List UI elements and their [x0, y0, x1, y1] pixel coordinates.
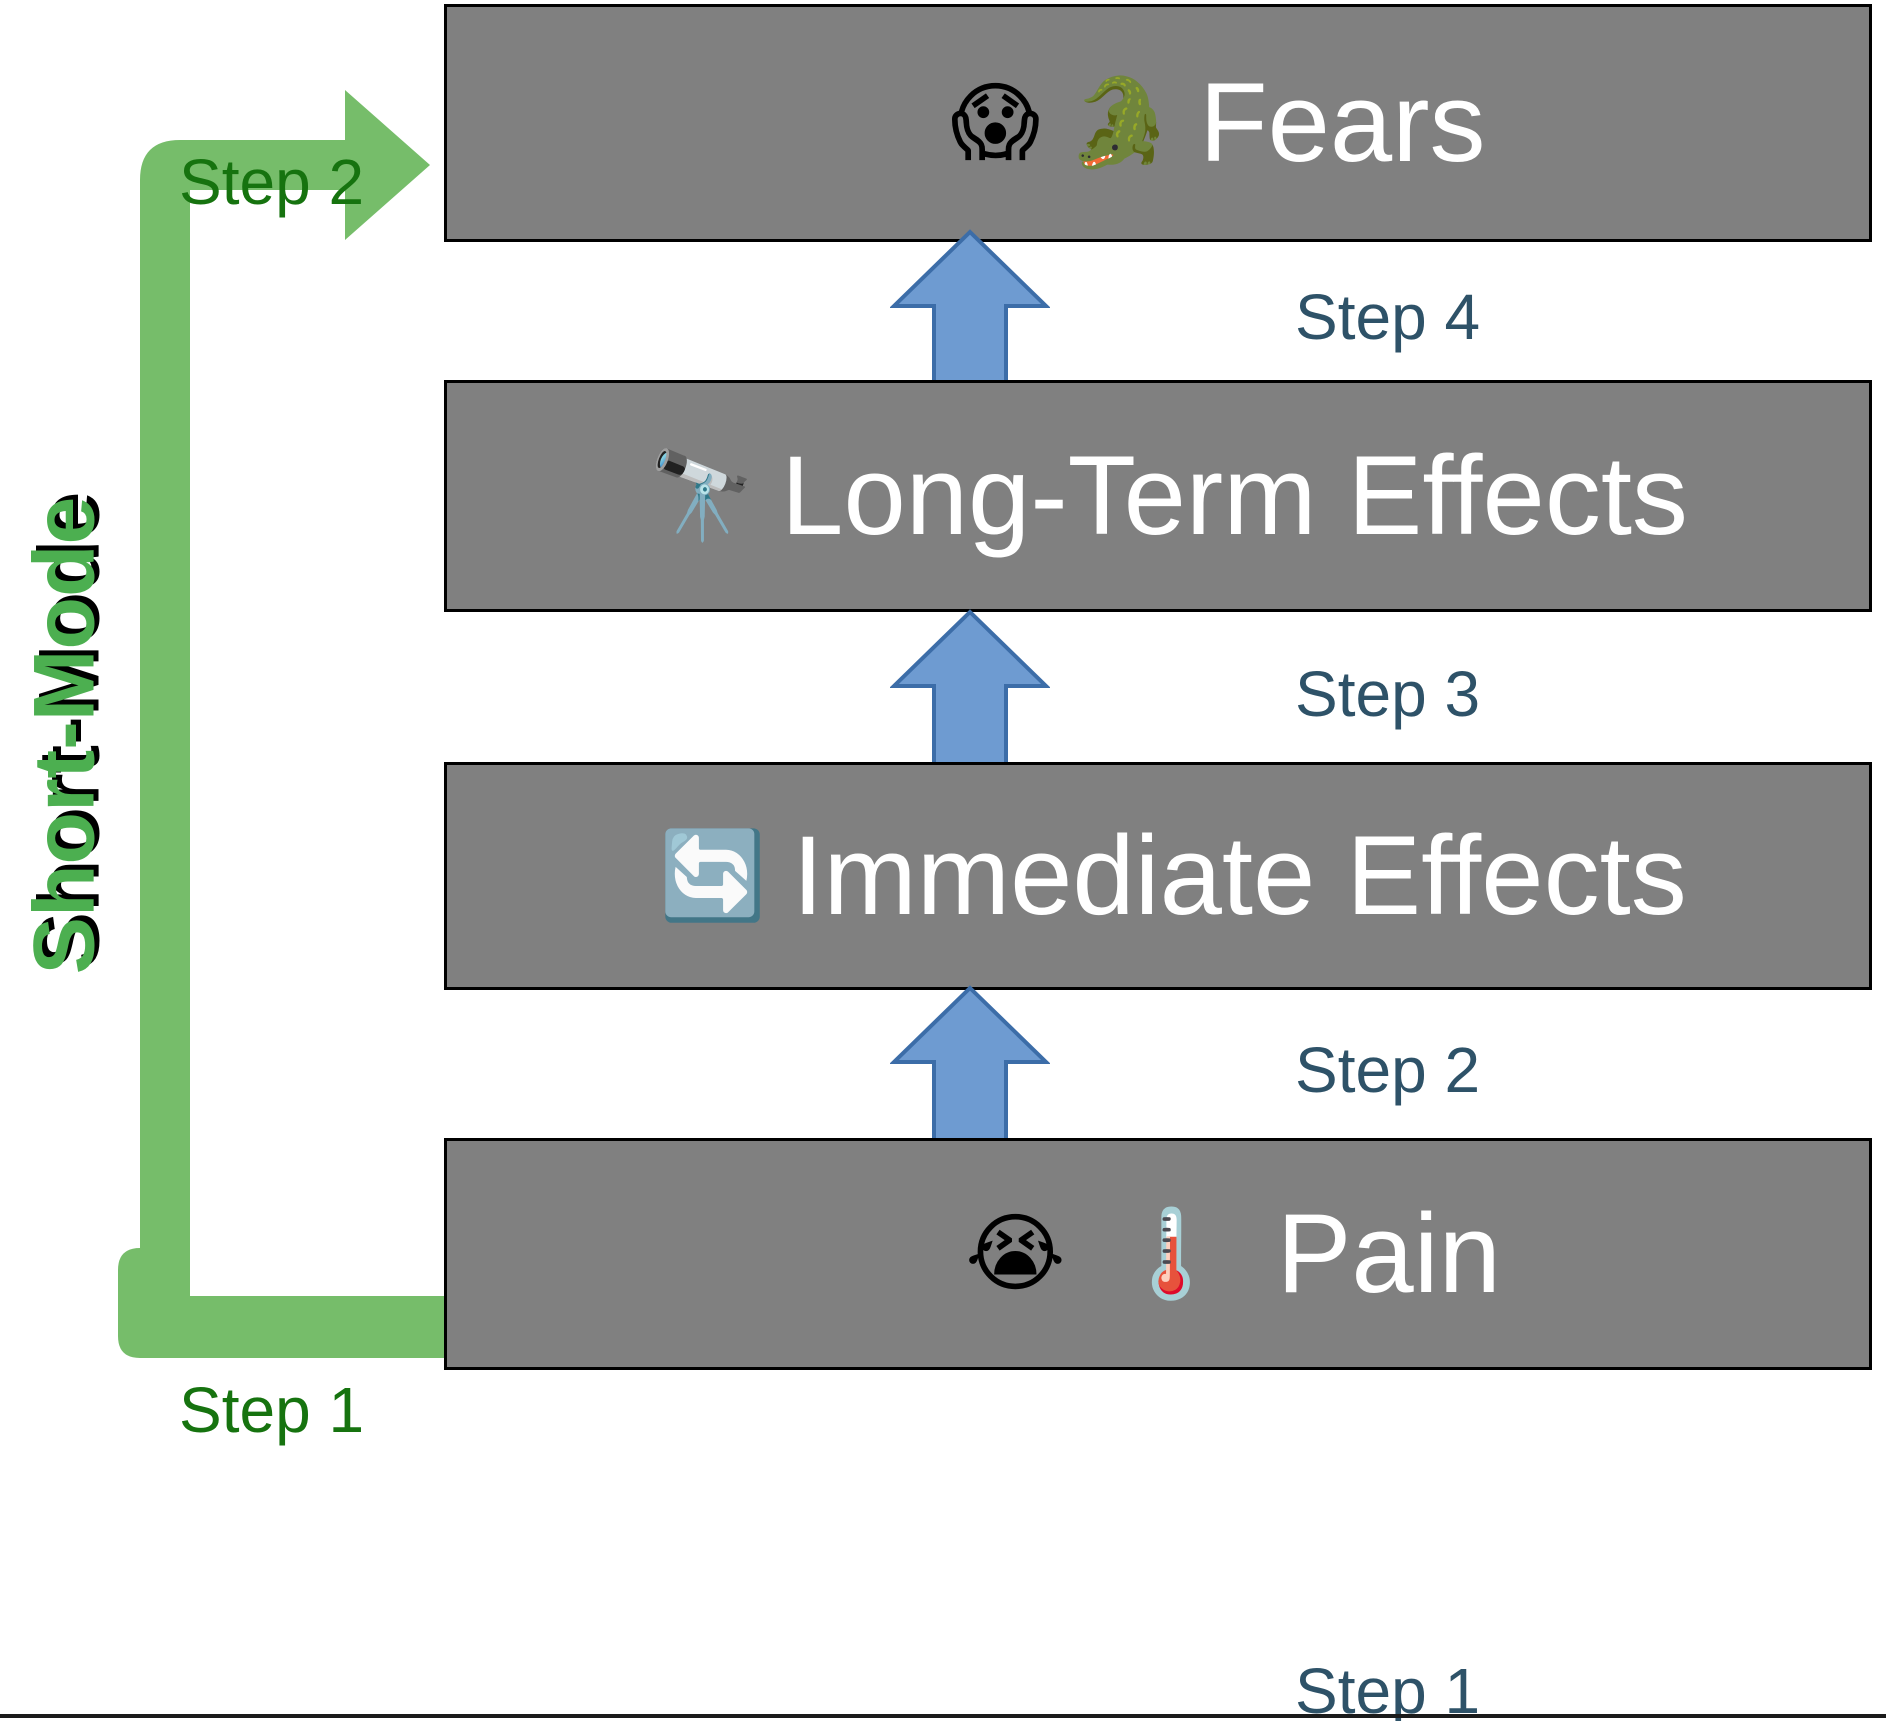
thermometer-icon: 🌡️	[1117, 1204, 1225, 1304]
blue-step-1-label: Step 1	[1295, 1655, 1481, 1721]
stage-box-pain[interactable]: 😭 🌡️ Pain	[444, 1138, 1872, 1370]
loudly-crying-face-icon: 😭	[965, 1204, 1066, 1304]
stage-box-fears[interactable]: 😱 🐊 Fears	[444, 4, 1872, 242]
short-mode-green-arrow	[100, 60, 460, 1310]
green-step-2-label: Step 2	[179, 146, 365, 218]
blue-step-3-label: Step 3	[1295, 658, 1481, 730]
face-screaming-in-fear-icon: 😱	[950, 73, 1041, 173]
stage-box-long-term-effects[interactable]: 🔭 Long-Term Effects	[444, 380, 1872, 612]
crocodile-icon: 🐊	[1066, 73, 1174, 173]
blue-arrow-step-3	[890, 608, 1050, 770]
stage-label-pain: Pain	[1276, 1191, 1501, 1316]
arrows-counterclockwise-icon: 🔄	[659, 826, 767, 926]
blue-step-2-label: Step 2	[1295, 1034, 1481, 1106]
telescope-icon: 🔭	[648, 446, 756, 546]
blue-arrow-step-4	[890, 228, 1050, 388]
stage-box-immediate-effects[interactable]: 🔄 Immediate Effects	[444, 762, 1872, 990]
blue-arrow-step-2	[890, 984, 1050, 1144]
short-mode-green-foot	[100, 1248, 470, 1358]
green-step-1-label: Step 1	[179, 1374, 365, 1446]
bottom-divider	[0, 1714, 1886, 1718]
blue-step-4-label: Step 4	[1295, 281, 1481, 353]
short-mode-title: Short-Mode	[16, 496, 113, 975]
stage-label-immediate-effects: Immediate Effects	[792, 813, 1687, 938]
stage-label-fears: Fears	[1199, 60, 1486, 185]
stage-label-long-term-effects: Long-Term Effects	[781, 433, 1688, 558]
